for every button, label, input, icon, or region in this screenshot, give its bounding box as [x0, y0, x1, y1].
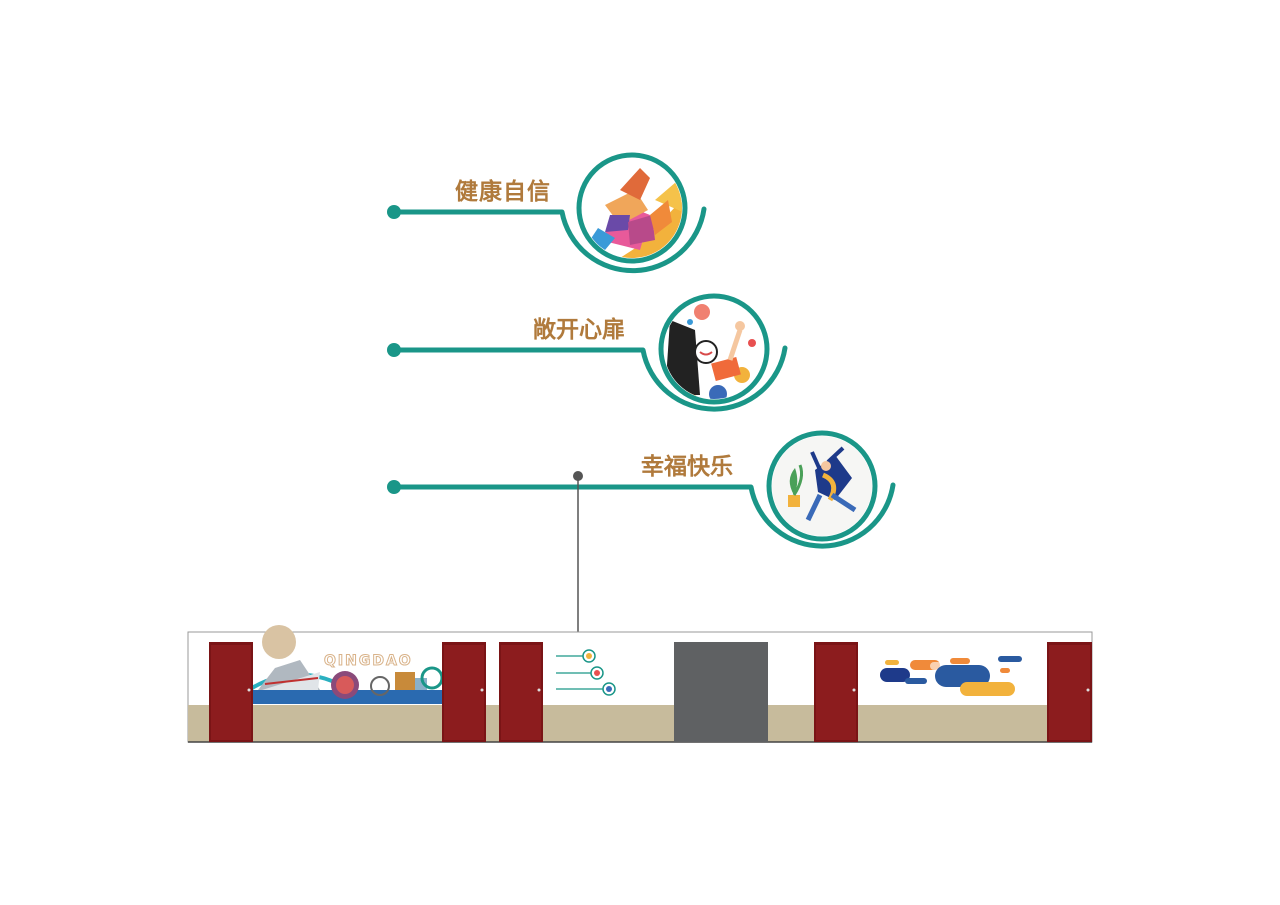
- mural-title: QINGDAO: [324, 653, 413, 669]
- qingdao-mural: QINGDAO: [250, 625, 444, 704]
- sign-row-1: 健康自信: [387, 152, 707, 274]
- train-graphic: [880, 656, 1022, 696]
- sign-row-3: 幸福快乐: [387, 430, 896, 549]
- wall-floor-band: [188, 705, 1092, 742]
- sign-2-outer-arc: [640, 345, 788, 412]
- sign-2-label: 敞开心扉: [533, 316, 625, 343]
- door-2: [442, 642, 486, 742]
- door-4: [814, 642, 858, 742]
- mini-signage: [556, 649, 616, 696]
- door-3: [499, 642, 543, 742]
- sign-row-2: 敞开心扉: [387, 293, 788, 412]
- thumbs-up-icon: [590, 168, 682, 258]
- door-1: [209, 642, 253, 742]
- gray-panel: [674, 642, 768, 742]
- jumping-person-icon: [772, 436, 872, 536]
- sign-3-outer-arc: [748, 482, 896, 549]
- sign-3-label: 幸福快乐: [641, 454, 733, 480]
- door-5: [1047, 642, 1092, 742]
- leader-dot: [573, 471, 583, 481]
- wall-elevation: QINGDAO: [187, 625, 1093, 743]
- sign-1-outer-arc: [559, 206, 707, 274]
- sign-1-label: 健康自信: [455, 178, 551, 205]
